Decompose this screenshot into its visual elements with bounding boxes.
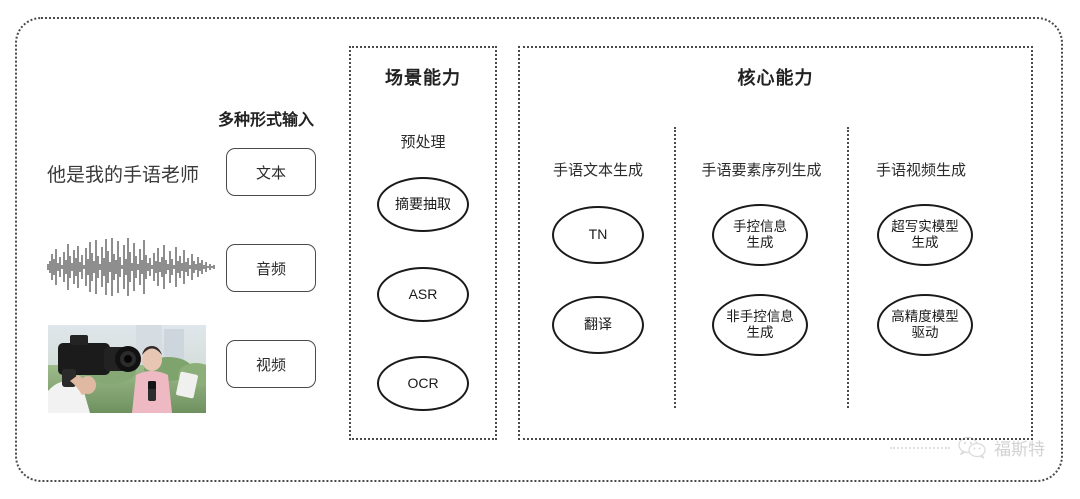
node-core-precision-model[interactable]: 高精度模型 驱动: [877, 294, 973, 356]
node-scene-asr[interactable]: ASR: [377, 267, 469, 322]
node-core-hyperreal-model-line2: 生成: [911, 235, 939, 250]
node-core-precision-model-line2: 驱动: [911, 325, 939, 340]
wechat-icon: [958, 436, 986, 459]
node-core-precision-model-line1: 高精度模型: [891, 308, 959, 324]
video-thumbnail: [48, 325, 206, 413]
node-core-nonmanual-info[interactable]: 非手控信息 生成: [712, 294, 808, 356]
core-column-1-label: 手语文本生成: [552, 162, 643, 179]
node-core-manual-info-line1: 手控信息: [733, 218, 787, 234]
node-core-tn[interactable]: TN: [552, 206, 644, 264]
node-core-manual-info[interactable]: 手控信息 生成: [712, 204, 808, 266]
watermark-dotted-line: [890, 446, 950, 449]
node-core-hyperreal-model[interactable]: 超写实模型 生成: [877, 204, 973, 266]
node-scene-summary-label: 摘要抽取: [395, 195, 451, 212]
node-core-tn-label: TN: [588, 226, 608, 243]
node-core-nonmanual-info-line1: 非手控信息: [726, 308, 794, 324]
core-panel-title: 核心能力: [737, 68, 814, 88]
node-scene-asr-label: ASR: [408, 285, 438, 302]
watermark: 福斯特: [890, 435, 1045, 460]
watermark-text: 福斯特: [994, 440, 1045, 459]
scene-panel-title: 场景能力: [385, 68, 461, 88]
node-core-translate[interactable]: 翻译: [552, 296, 644, 354]
input-box-video-label: 视频: [255, 356, 286, 374]
input-box-text[interactable]: 文本: [226, 148, 316, 196]
core-capability-panel: [518, 46, 1033, 440]
input-box-video[interactable]: 视频: [226, 340, 316, 388]
scene-capability-panel: [349, 46, 497, 440]
input-box-text-label: 文本: [255, 164, 286, 182]
core-column-divider-1: [674, 127, 676, 408]
node-core-hyperreal-model-line1: 超写实模型: [891, 218, 959, 234]
input-section-label: 多种形式输入: [218, 112, 315, 129]
node-core-nonmanual-info-line2: 生成: [746, 325, 774, 340]
input-box-audio[interactable]: 音频: [226, 244, 316, 292]
sample-text-input: 他是我的手语老师: [47, 165, 200, 186]
node-core-manual-info-line2: 生成: [746, 235, 774, 250]
core-column-3-label: 手语视频生成: [875, 162, 966, 179]
node-scene-ocr-label: OCR: [407, 374, 439, 391]
node-scene-ocr[interactable]: OCR: [377, 356, 469, 411]
scene-group-label: 预处理: [400, 134, 446, 151]
audio-waveform-icon: [47, 238, 215, 296]
node-core-translate-label: 翻译: [584, 316, 612, 333]
core-column-divider-2: [847, 127, 849, 408]
node-scene-summary[interactable]: 摘要抽取: [377, 177, 469, 232]
core-column-2-label: 手语要素序列生成: [701, 162, 822, 179]
input-box-audio-label: 音频: [255, 260, 286, 278]
